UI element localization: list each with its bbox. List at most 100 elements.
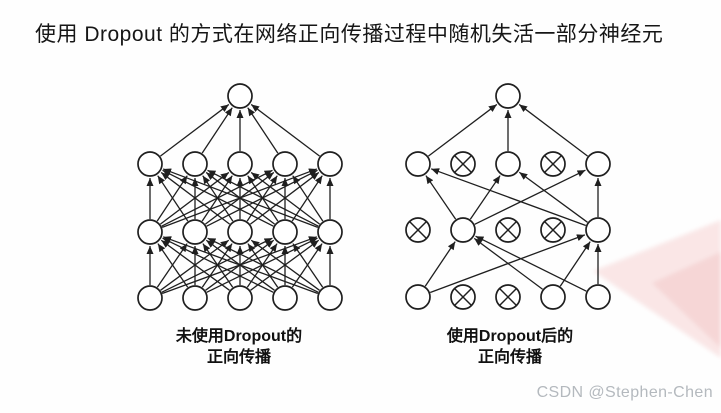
neuron-circle: [495, 83, 521, 109]
connection-arrow: [247, 107, 279, 154]
connection-arrow: [292, 175, 324, 222]
neuron-node: [272, 151, 298, 177]
connection-arrow: [250, 171, 321, 225]
network-no-dropout-nodes: [137, 83, 343, 311]
dropout-cross-line: [543, 220, 563, 240]
neuron-circle: [585, 217, 611, 243]
caption-no-dropout-line1: 未使用Dropout的: [175, 328, 303, 345]
neuron-node: [317, 285, 343, 311]
connection-arrow: [469, 175, 501, 220]
network-no-dropout-edges: [146, 103, 334, 295]
neuron-node: [182, 151, 208, 177]
connection-arrow: [159, 103, 230, 157]
neuron-circle: [585, 151, 611, 177]
caption-with-dropout: 使用Dropout后的 正向传播: [447, 326, 573, 368]
watermark-text: CSDN @Stephen-Chen: [536, 384, 713, 401]
dropout-cross-line: [543, 154, 563, 174]
neuron-circle: [405, 284, 431, 310]
neuron-circle: [137, 151, 163, 177]
neuron-circle: [137, 285, 163, 311]
neuron-circle: [317, 151, 343, 177]
caption-with-dropout-line1: 使用Dropout后的: [446, 328, 574, 345]
neuron-circle: [405, 151, 431, 177]
connection-arrow: [157, 243, 189, 288]
pink-wedge-decoration: [593, 220, 721, 358]
neuron-circle: [540, 284, 566, 310]
connection-arrow: [292, 243, 324, 288]
neuron-circle: [227, 285, 253, 311]
neuron-node: [137, 285, 163, 311]
neuron-node: [227, 83, 253, 109]
pink-wedge-inner: [652, 252, 721, 348]
dropout-cross-line: [453, 154, 473, 174]
connection-arrow: [475, 235, 587, 292]
dropped-neuron-node: [450, 151, 476, 177]
dropout-cross-line: [498, 220, 518, 240]
neuron-circle: [272, 219, 298, 245]
neuron-node: [272, 219, 298, 245]
dropout-cross-line: [453, 287, 473, 307]
caption-with-dropout-line2: 正向传播: [477, 349, 542, 366]
neuron-node: [405, 284, 431, 310]
neuron-node: [540, 284, 566, 310]
neuron-node: [585, 284, 611, 310]
connection-arrow: [162, 168, 319, 229]
neuron-node: [317, 151, 343, 177]
connection-arrow: [518, 171, 588, 223]
neuron-circle: [227, 151, 253, 177]
neuron-node: [317, 219, 343, 245]
neuron-circle: [317, 285, 343, 311]
caption-no-dropout-line2: 正向传播: [206, 349, 271, 366]
neuron-node: [495, 83, 521, 109]
neuron-circle: [227, 83, 253, 109]
neuron-node: [227, 219, 253, 245]
dropped-neuron-node: [405, 217, 431, 243]
network-no-dropout: [137, 83, 343, 311]
neuron-circle: [137, 219, 163, 245]
connection-arrow: [157, 175, 189, 222]
neuron-circle: [317, 219, 343, 245]
connection-arrow: [474, 169, 586, 225]
pink-wedge-outer: [593, 220, 721, 358]
page-title: 使用 Dropout 的方式在网络正向传播过程中随机失活一部分神经元: [35, 23, 664, 46]
neuron-node: [495, 151, 521, 177]
network-with-dropout: [405, 83, 611, 310]
connection-arrow: [162, 237, 274, 293]
connection-arrow: [160, 171, 231, 225]
neuron-node: [585, 217, 611, 243]
dropout-cross-line: [498, 287, 518, 307]
neuron-node: [182, 219, 208, 245]
caption-no-dropout: 未使用Dropout的 正向传播: [176, 326, 302, 368]
neuron-circle: [182, 285, 208, 311]
neuron-node: [405, 151, 431, 177]
dropout-cross-line: [408, 220, 428, 240]
connection-arrow: [250, 239, 320, 291]
connection-arrow: [473, 237, 543, 290]
neuron-circle: [272, 285, 298, 311]
network-with-dropout-nodes: [405, 83, 611, 310]
connection-arrow: [430, 168, 587, 227]
neuron-node: [227, 285, 253, 311]
neuron-node: [227, 151, 253, 177]
network-with-dropout-edges: [424, 103, 602, 294]
dropped-neuron-node: [495, 217, 521, 243]
dropped-neuron-node: [540, 151, 566, 177]
connection-arrow: [162, 236, 319, 295]
neuron-circle: [272, 151, 298, 177]
neuron-node: [272, 285, 298, 311]
connection-arrow: [201, 107, 233, 154]
neuron-node: [137, 151, 163, 177]
neuron-node: [137, 219, 163, 245]
connection-arrow: [424, 241, 456, 287]
connection-arrow: [207, 237, 319, 293]
dropped-neuron-node: [495, 284, 521, 310]
neuron-circle: [495, 151, 521, 177]
neuron-circle: [227, 219, 253, 245]
connection-arrow: [160, 239, 230, 291]
neuron-node: [585, 151, 611, 177]
connection-arrow: [425, 175, 457, 220]
neuron-circle: [450, 217, 476, 243]
neuron-circle: [182, 151, 208, 177]
connection-arrow: [518, 103, 589, 157]
